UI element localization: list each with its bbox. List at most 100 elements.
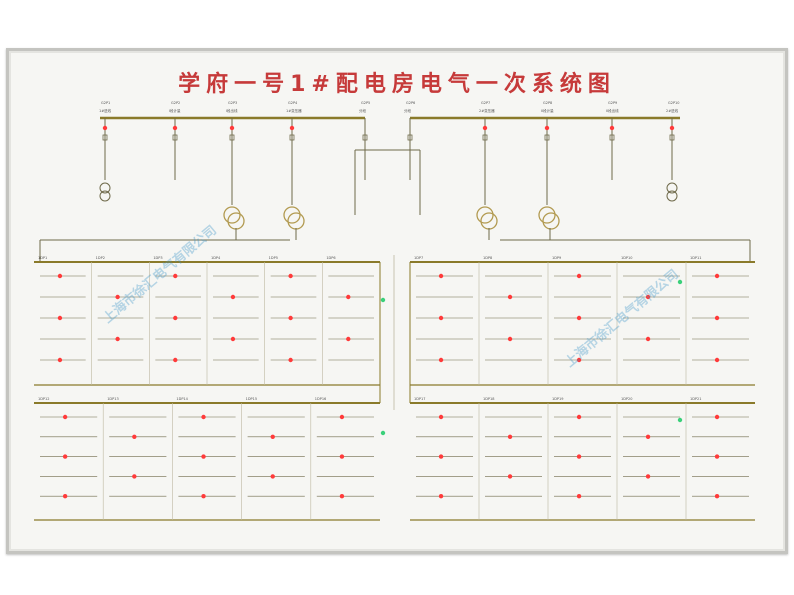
lv-top-right-led: [438, 273, 444, 279]
breaker-icon: [289, 134, 295, 141]
breaker-icon: [669, 134, 675, 141]
diagram-title: 学府一号1#配电房电气一次系统图: [178, 72, 616, 97]
hv-cabinet-id: G2P4: [288, 101, 298, 105]
lv-bot-right-led: [714, 454, 720, 459]
lv-top-right-led: [507, 336, 513, 342]
lv-bot-left-led: [62, 454, 68, 459]
lv-top-right-cabinet-id: 1DP9: [552, 256, 561, 260]
lv-bot-left-led: [62, 414, 68, 420]
lv-bot-right-led: [576, 454, 582, 459]
lv-bot-right-cabinet-id: 1DP21: [690, 397, 702, 401]
lv-bot-right-led: [438, 494, 444, 499]
transformer-icon: [542, 212, 560, 230]
transformer-icon: [476, 206, 494, 224]
transformer-icon: [480, 212, 498, 230]
lv-top-right-led: [576, 315, 582, 321]
lv-top-left-cabinet-id: 1DP3: [153, 256, 162, 260]
pt-icon: [666, 182, 678, 194]
lv-top-left-cabinet-id: 1DP5: [269, 256, 278, 260]
lv-top-left-led: [173, 315, 178, 321]
lv-bot-right-led: [507, 434, 513, 439]
lv-top-left-led: [115, 336, 120, 342]
lv-bot-right-led: [438, 414, 444, 420]
hv-cabinet-id: G2P5: [361, 101, 370, 105]
tie-led-green: [380, 430, 386, 436]
hv-cabinet-id: G2P1: [101, 101, 110, 105]
lv-top-left-led: [288, 357, 293, 363]
hv-cabinet-name: II段出线: [606, 108, 619, 113]
lv-top-left-led: [57, 357, 63, 363]
lv-top-left-led: [346, 336, 351, 342]
hv-cabinet-name: 分段: [404, 108, 412, 113]
lv-top-left-led: [173, 273, 178, 279]
mimic-board: [6, 48, 788, 554]
lv-top-right-cabinet-id: 1DP8: [483, 256, 492, 260]
breaker-icon: [172, 134, 178, 141]
lv-top-left-led: [288, 273, 293, 279]
pt-icon: [99, 190, 111, 202]
lv-bot-left-led: [270, 434, 275, 439]
lv-bot-left-led: [201, 414, 206, 420]
lv-bot-left-led: [62, 494, 68, 499]
hv-cabinet-name: I段出线: [226, 108, 238, 113]
hv-cabinet-name: 2#变压器: [479, 108, 495, 113]
hv-led: [102, 125, 108, 131]
lv-top-left-led: [57, 273, 63, 279]
lv-top-left-led: [288, 315, 293, 321]
transformer-icon: [538, 206, 556, 224]
lv-bot-left-led: [339, 494, 345, 499]
lv-top-left-led: [230, 336, 236, 342]
hv-cabinet-id: G2P9: [608, 101, 617, 105]
pt-icon: [666, 190, 678, 202]
lv-top-left-led: [230, 294, 236, 300]
lv-bot-left-led: [132, 474, 137, 479]
hv-cabinet-id: G2P6: [406, 101, 415, 105]
lv-top-left-led: [115, 294, 120, 300]
breaker-icon: [544, 134, 550, 141]
lv-top-left-led: [57, 315, 63, 321]
lv-top-left-cabinet-id: 1DP2: [96, 256, 105, 260]
hv-cabinet-name: I段计量: [169, 108, 181, 113]
lv-bot-left-cabinet-id: 1DP13: [107, 397, 119, 401]
hv-cabinet-name: 2#进线: [666, 108, 679, 113]
lv-top-right-led: [438, 357, 444, 363]
hv-cabinet-id: G2P7: [481, 101, 490, 105]
hv-cabinet-name: 1#进线: [99, 108, 112, 113]
transformer-icon: [287, 212, 305, 230]
lv-top-right-led: [576, 357, 582, 363]
lv-top-right-led: [714, 315, 720, 321]
tie-led-green: [380, 297, 386, 303]
transformer-icon: [227, 212, 245, 230]
lv-top-right-cabinet-id: 1DP10: [621, 256, 633, 260]
lv-top-right-cabinet-id: 1DP11: [690, 256, 702, 260]
hv-cabinet-id: G2P2: [171, 101, 180, 105]
breaker-icon: [102, 134, 108, 141]
lv-bot-left-cabinet-id: 1DP12: [38, 397, 50, 401]
breaker-icon: [229, 134, 235, 141]
lv-top-right-led: [438, 315, 444, 321]
lv-bot-right-cabinet-id: 1DP19: [552, 397, 564, 401]
lv-bot-left-led: [339, 454, 345, 459]
lv-bot-left-led: [201, 494, 206, 499]
lv-top-right-led: [507, 294, 513, 300]
lv-bot-right-led: [576, 494, 582, 499]
hv-cabinet-name: 分段: [359, 108, 367, 113]
lv-top-right-led: [645, 294, 651, 300]
lv-bot-left-cabinet-id: 1DP16: [315, 397, 327, 401]
lv-bot-left-cabinet-id: 1DP14: [176, 397, 188, 401]
hv-led: [229, 125, 235, 131]
hv-led: [669, 125, 675, 131]
hv-cabinet-id: G2P10: [668, 101, 680, 105]
lv-bot-left-led: [132, 434, 137, 439]
green-led: [677, 417, 683, 423]
lv-bot-right-cabinet-id: 1DP20: [621, 397, 633, 401]
lv-bot-right-led: [438, 454, 444, 459]
lv-top-right-led: [714, 357, 720, 363]
lv-bot-right-led: [714, 414, 720, 420]
hv-led: [172, 125, 178, 131]
lv-top-left-led: [173, 357, 178, 363]
lv-bot-right-led: [714, 494, 720, 499]
hv-led: [609, 125, 615, 131]
hv-led: [544, 125, 550, 131]
